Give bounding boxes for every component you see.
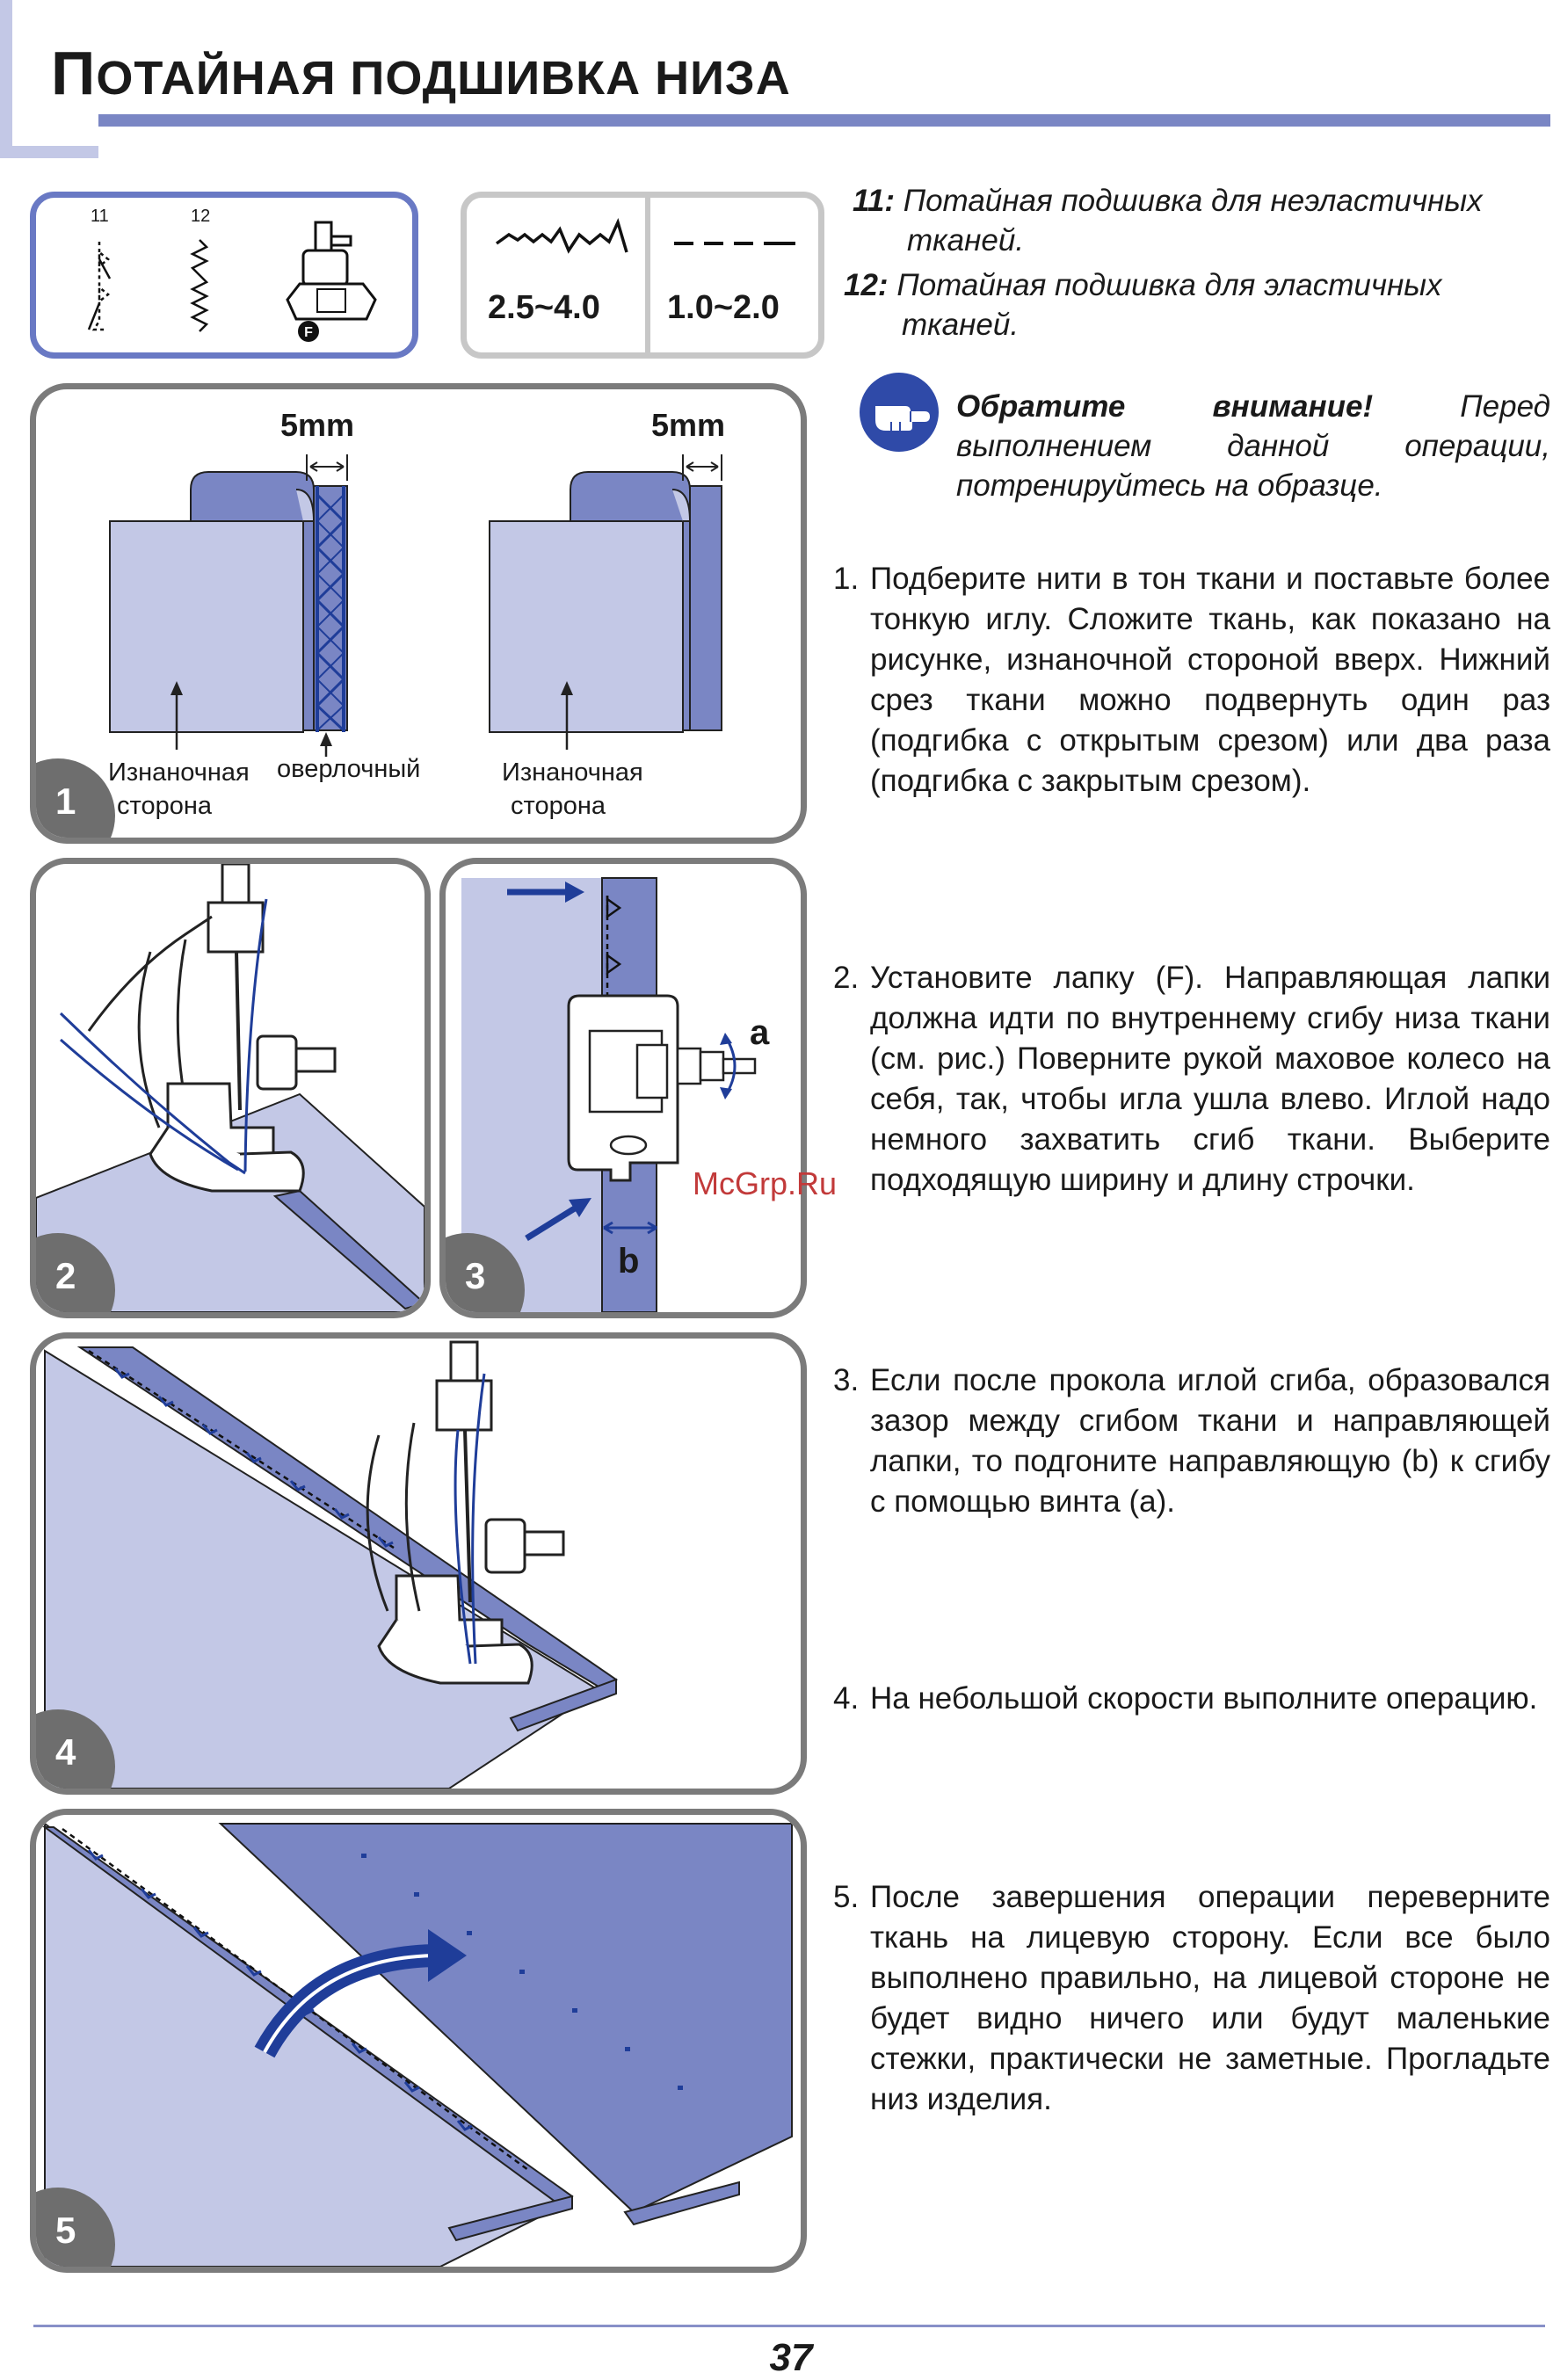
step-2: 2. Установите лапку (F). Направляющая ла… [833,958,1550,1201]
notice-text: Обратите внимание! Перед выполнением дан… [956,387,1550,505]
figure-4-illustration [44,1340,619,1789]
legend-item-11-num: 11: [853,184,895,218]
legend-item-11-line1: Потайная подшивка для неэластичных [903,184,1483,218]
stitch-width-value: 2.5~4.0 [488,289,600,326]
right-5mm-measure: 5mm [651,407,726,443]
stitch-settings-box: 2.5~4.0 1.0~2.0 [461,192,824,359]
figure-3-panel: a b 3 [439,858,807,1318]
figure-2-panel: 2 [30,858,431,1318]
legend-item-11: 11: Потайная подшивка для неэластичных т… [853,181,1550,260]
stitch-length-value: 1.0~2.0 [667,289,780,326]
stitch-11-number: 11 [91,207,109,226]
legend-item-11-line2: тканей. [907,223,1025,258]
left-5mm-measure: 5mm [280,407,355,443]
step-5-text: После завершения операции переверните тк… [870,1880,1550,2116]
step-3-num: 3. [833,1363,860,1397]
left-wrong-side-label-1: Изнаночная [108,758,250,787]
step-2-num: 2. [833,961,860,995]
step-2-text: Установите лапку (F). Направляющая лапки… [870,961,1550,1197]
notice-rest: Перед выполнением данной операции, потре… [956,389,1550,503]
step-5: 5. После завершения операции переверните… [833,1877,1550,2120]
right-wrong-side-label-1: Изнаночная [502,758,643,787]
step-4-num: 4. [833,1681,860,1716]
figure-3-illustration [461,877,757,1312]
left-wrong-side-label-2: сторона [117,792,212,820]
right-wrong-side-label-2: сторона [511,792,606,820]
step-3-text: Если после прокола иглой сгиба, образова… [870,1363,1550,1519]
legend-item-12-num: 12: [844,268,889,302]
notice-bold: Обратите внимание! [956,389,1374,424]
legend-item-12-line1: Потайная подшивка для эластичных [896,268,1442,302]
footer-rule [33,2325,1545,2327]
figure-5-number: 5 [36,2188,115,2267]
figure-1-panel: 5mm 5mm Изнаночная сторона оверлочный Из… [30,383,807,844]
label-b: b [618,1242,640,1281]
label-a: a [750,1013,770,1052]
overlock-label: оверлочный [277,755,421,783]
step-4-text: На небольшой скорости выполните операцию… [870,1681,1538,1716]
figure-2-illustration [36,864,425,1312]
step-1: 1. Подберите нити в тон ткани и поставьт… [833,559,1550,802]
foot-letter: F [304,325,313,340]
page-number: 37 [769,2336,813,2379]
step-3: 3. Если после прокола иглой сгиба, образ… [833,1361,1550,1522]
page-title: ПОТАЙНАЯ ПОДШИВКА НИЗА [51,39,791,107]
figure-5-illustration [41,1822,793,2267]
step-4: 4. На небольшой скорости выполните опера… [833,1679,1550,1719]
figure-4-panel: 4 [30,1332,807,1795]
figure-5-panel: 5 [30,1809,807,2273]
step-1-num: 1. [833,562,860,596]
step-1-text: Подберите нити в тон ткани и поставьте б… [870,562,1550,798]
stitch-selector: 11 12 F [30,192,418,359]
header-bracket [0,0,98,158]
header-bar [98,114,1550,127]
step-5-num: 5. [833,1880,860,1914]
legend-item-12: 12: Потайная подшивка для эластичных тка… [844,265,1550,345]
legend-item-12-line2: тканей. [902,308,1020,342]
stitch-12-number: 12 [191,207,211,226]
width-length-icons [495,217,795,254]
pointing-hand-icon [860,373,939,452]
watermark: McGrp.Ru [693,1165,838,1201]
settings-divider [645,198,650,352]
stitch-patterns-icon: F [87,221,377,342]
figure-1-illustration [109,454,722,757]
